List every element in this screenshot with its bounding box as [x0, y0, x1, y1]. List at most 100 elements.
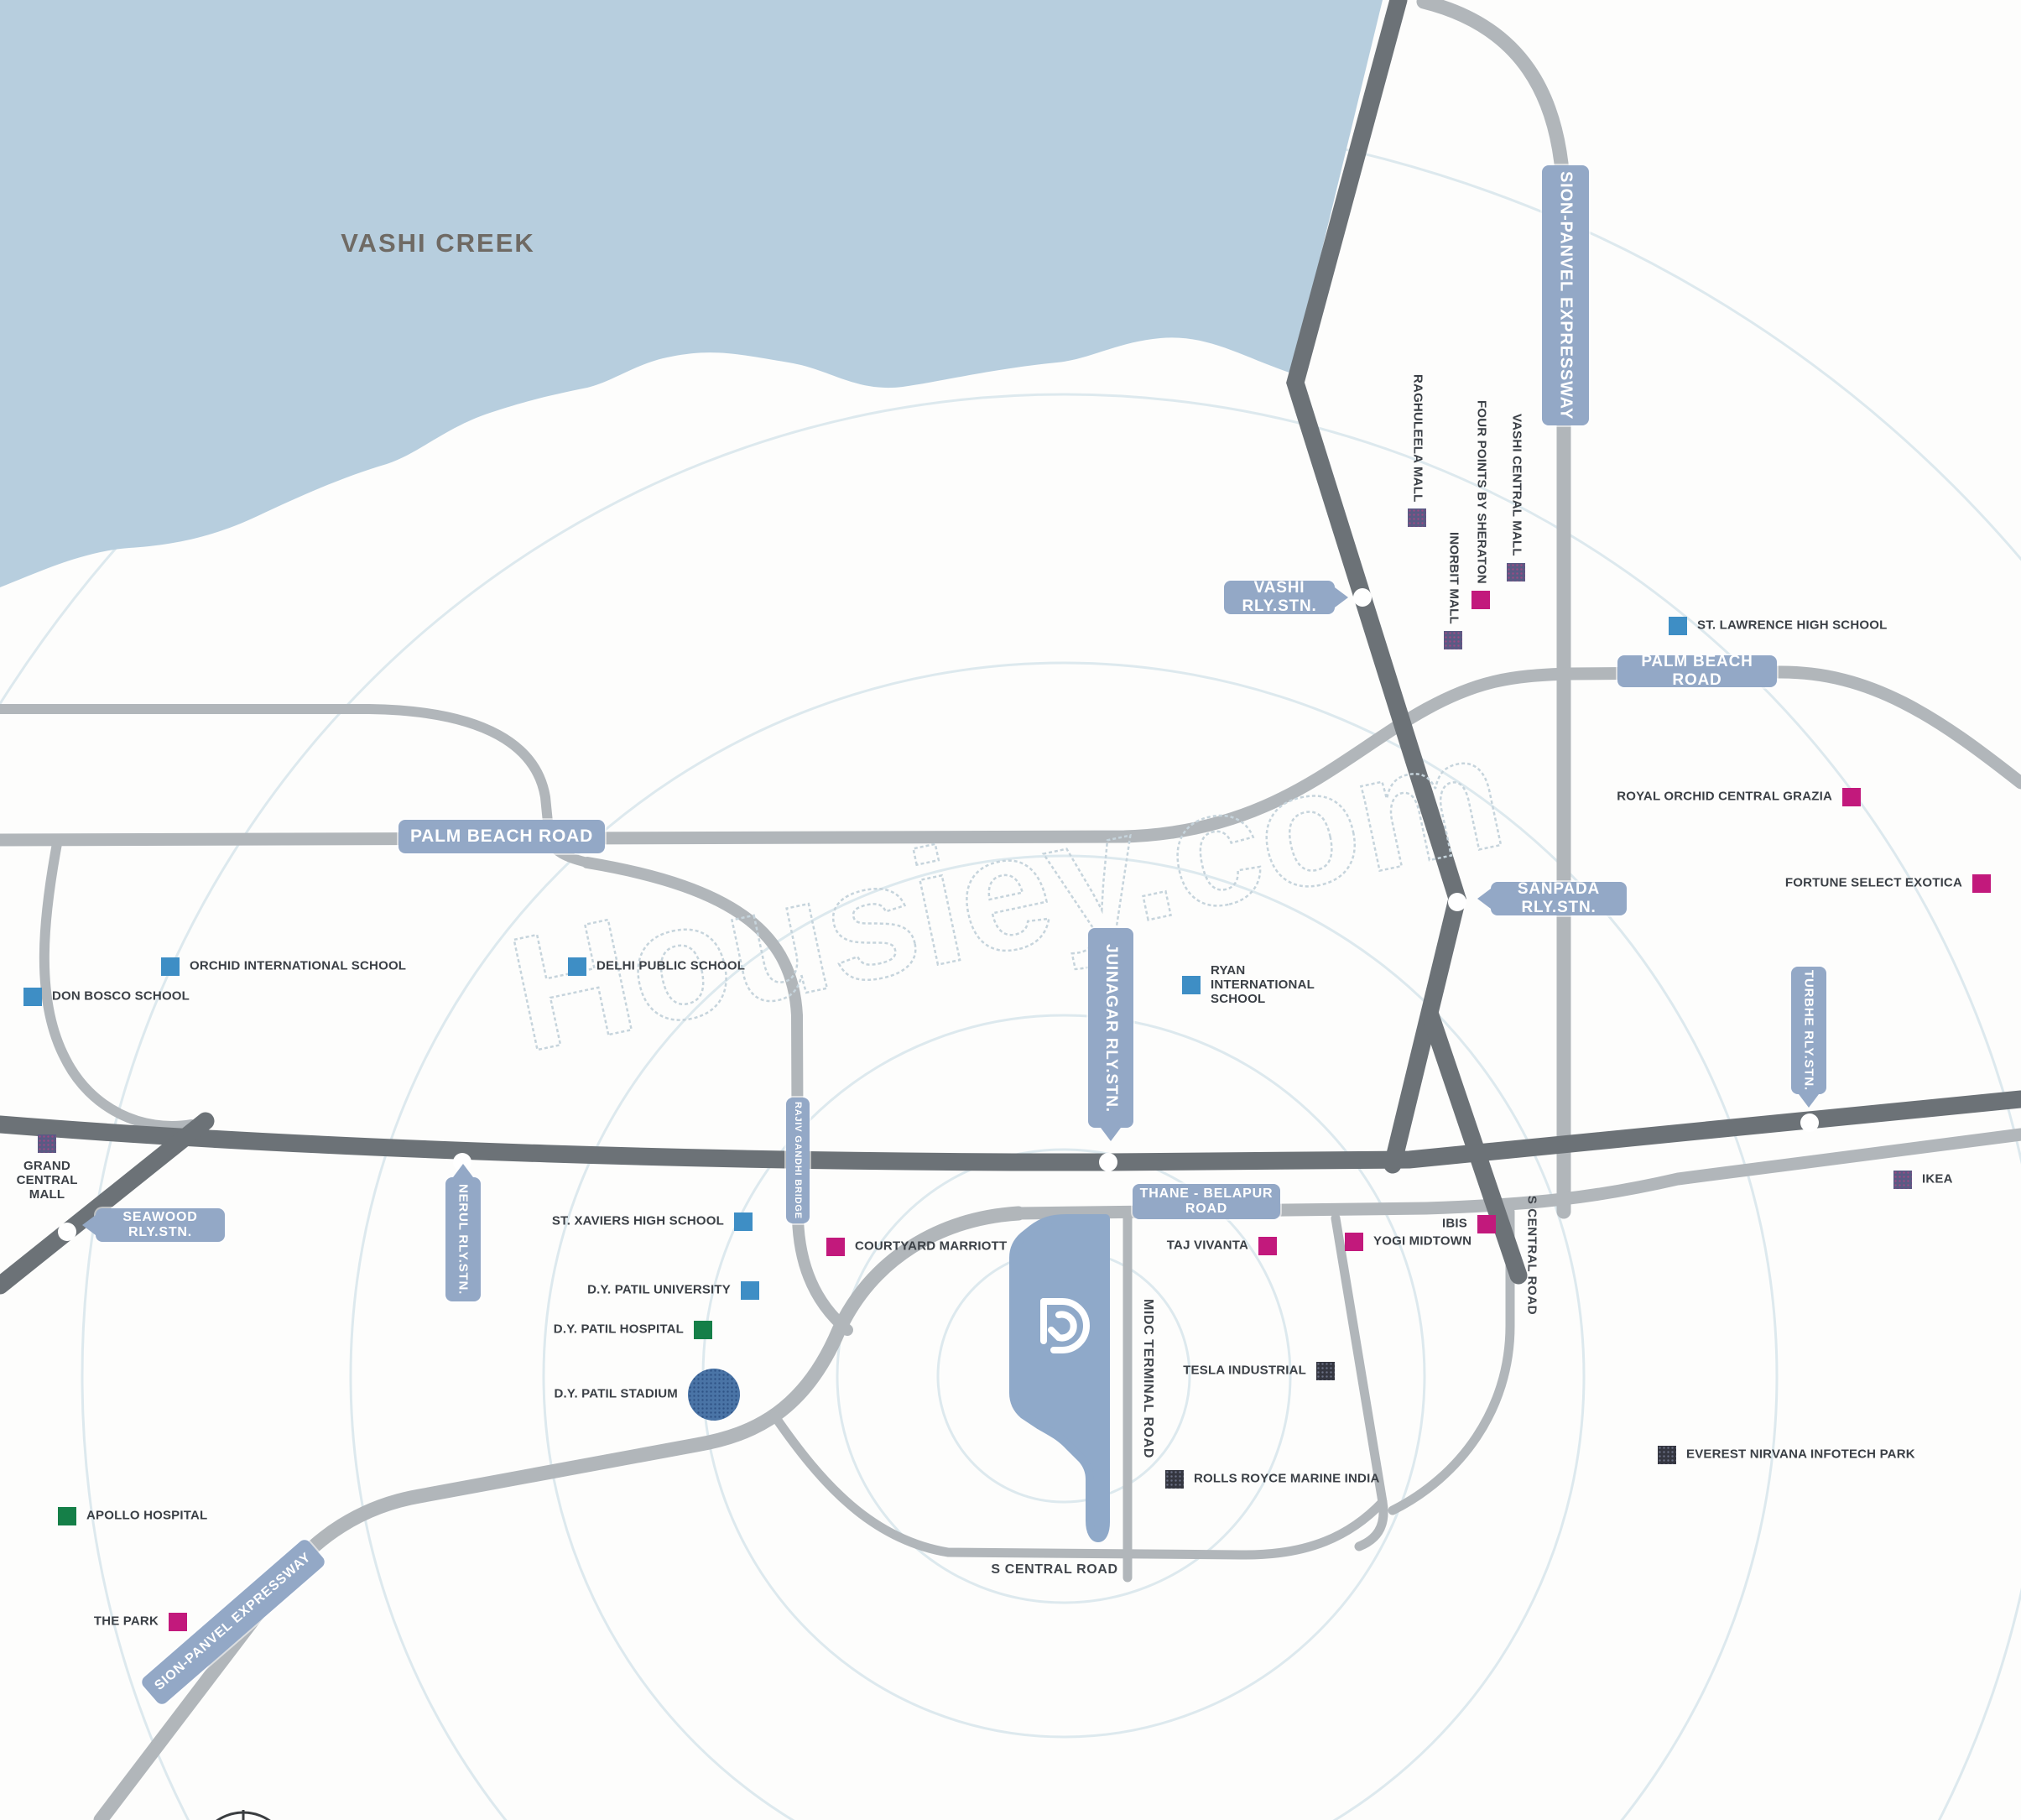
poi-dy-patil-university: D.Y. PATIL UNIVERSITY — [587, 1281, 759, 1300]
poi-dy-patil-hospital: D.Y. PATIL HOSPITAL — [554, 1321, 712, 1339]
badge-label: SEAWOOD RLY.STN. — [122, 1210, 198, 1239]
orchid-international-school-marker — [161, 957, 180, 976]
yogi-midtown-marker — [1345, 1233, 1363, 1251]
poi-grand-central-mall: GRAND CENTRAL MALL — [17, 1134, 77, 1202]
raghuleela-mall-marker — [1408, 508, 1426, 527]
poi-four-points-by-sheraton: FOUR POINTS BY SHERATON — [1471, 400, 1490, 609]
road-s-central-right — [1388, 1207, 1515, 1515]
badge-label: JUINAGAR RLY.STN. — [1102, 943, 1120, 1113]
ikea-marker — [1893, 1171, 1912, 1189]
ibis-marker — [1477, 1215, 1496, 1233]
badge-pointer-down — [1799, 1094, 1819, 1108]
road-left-loop — [39, 834, 196, 1131]
badge-pointer-up — [453, 1164, 473, 1177]
railway-seawood-branch — [0, 1112, 215, 1295]
poi-dy-patil-stadium: D.Y. PATIL STADIUM — [555, 1369, 740, 1421]
roads-dark — [0, 0, 2021, 1295]
everest-nirvana-infotech-park-label: EVEREST NIRVANA INFOTECH PARK — [1686, 1447, 1915, 1462]
ibis-label: IBIS — [1442, 1216, 1467, 1231]
badge-sanpada-rly-stn: SANPADA RLY.STN. — [1477, 880, 1627, 916]
fortune-select-exotica-marker — [1972, 874, 1991, 893]
poi-apollo-hospital: APOLLO HOSPITAL — [58, 1507, 207, 1525]
badge-label: TURBHE RLY.STN. — [1801, 970, 1816, 1091]
poi-orchid-international-school: ORCHID INTERNATIONAL SCHOOL — [161, 957, 406, 976]
four-points-by-sheraton-marker — [1471, 591, 1490, 609]
four-points-by-sheraton-label: FOUR POINTS BY SHERATON — [1474, 400, 1489, 584]
badge-label: SANPADA RLY.STN. — [1517, 880, 1601, 916]
poi-courtyard-marriott: COURTYARD MARRIOTT — [826, 1238, 1007, 1256]
dy-patil-university-marker — [741, 1281, 759, 1300]
watermark-text: Housiey.com — [496, 698, 1518, 1087]
poi-don-bosco-school: DON BOSCO SCHOOL — [23, 988, 190, 1006]
delhi-public-school-marker — [568, 957, 586, 976]
badge-seawood-rly-stn: SEAWOOD RLY.STN. — [82, 1208, 225, 1242]
road-palm-beach — [0, 665, 2021, 847]
orchid-international-school-label: ORCHID INTERNATIONAL SCHOOL — [190, 958, 407, 973]
dy-patil-hospital-label: D.Y. PATIL HOSPITAL — [553, 1322, 684, 1337]
poi-the-park: THE PARK — [94, 1613, 187, 1631]
inorbit-mall-marker — [1444, 631, 1462, 649]
road-label-s-central-road-bottom: S CENTRAL ROAD — [991, 1562, 1118, 1577]
badge-palm-beach-road-right: PALM BEACH ROAD — [1617, 653, 1777, 689]
badge-label: NERUL RLY.STN. — [456, 1183, 471, 1296]
badge-rajiv-gandhi-bridge: RAJIV GANDHI BRIDGE — [786, 1098, 810, 1223]
royal-orchid-central-grazia-label: ROYAL ORCHID CENTRAL GRAZIA — [1617, 789, 1832, 804]
poi-tesla-industrial: TESLA INDUSTRIAL — [1183, 1362, 1335, 1380]
vashi-central-mall-label: VASHI CENTRAL MALL — [1509, 414, 1524, 556]
badge-label: THANE - BELAPUR ROAD — [1139, 1186, 1274, 1216]
delhi-public-school-label: DELHI PUBLIC SCHOOL — [596, 958, 746, 973]
st-xaviers-high-school-label: ST. XAVIERS HIGH SCHOOL — [551, 1213, 724, 1228]
badge-turbhe-rly-stn: TURBHE RLY.STN. — [1791, 967, 1826, 1108]
dy-patil-hospital-marker — [694, 1321, 712, 1339]
yogi-midtown-label: YOGI MIDTOWN — [1373, 1233, 1472, 1249]
rolls-royce-marine-india-marker — [1165, 1470, 1184, 1489]
st-lawrence-high-school-label: ST. LAWRENCE HIGH SCHOOL — [1697, 618, 1888, 633]
badge-vashi-rly-stn: VASHI RLY.STN. — [1224, 579, 1348, 615]
poi-ryan-international-school: RYAN INTERNATIONAL SCHOOL — [1182, 963, 1315, 1005]
poi-st-xaviers-high-school: ST. XAVIERS HIGH SCHOOL — [552, 1212, 753, 1231]
poi-royal-orchid-central-grazia: ROYAL ORCHID CENTRAL GRAZIA — [1617, 788, 1861, 806]
st-xaviers-high-school-marker — [734, 1212, 753, 1231]
poi-taj-vivanta: TAJ VIVANTA — [1167, 1237, 1277, 1255]
turbhe-station-dot — [1800, 1113, 1819, 1132]
badge-juinagar-rly-stn: JUINAGAR RLY.STN. — [1088, 928, 1133, 1141]
everest-nirvana-infotech-park-marker — [1658, 1446, 1676, 1464]
road-label-midc-terminal-road: MIDC TERMINAL ROAD — [1141, 1298, 1155, 1459]
road-thane-belapur — [1012, 1128, 2021, 1220]
badge-label: SION-PANVEL EXPRESSWAY — [1556, 170, 1576, 420]
taj-vivanta-label: TAJ VIVANTA — [1166, 1238, 1248, 1253]
poi-st-lawrence-high-school: ST. LAWRENCE HIGH SCHOOL — [1669, 617, 1887, 635]
poi-ikea: IKEA — [1893, 1171, 1952, 1189]
vashi-central-mall-marker — [1507, 563, 1525, 581]
juinagar-station-dot — [1099, 1153, 1117, 1171]
poi-everest-nirvana-infotech-park: EVEREST NIRVANA INFOTECH PARK — [1658, 1446, 1915, 1464]
st-lawrence-high-school-marker — [1669, 617, 1687, 635]
vashi-creek-water — [0, 0, 1383, 587]
don-bosco-school-marker — [23, 988, 42, 1006]
tesla-industrial-marker — [1316, 1362, 1335, 1380]
poi-yogi-midtown: YOGI MIDTOWN — [1345, 1233, 1471, 1251]
road-rajiv-gandhi-bridge — [581, 857, 853, 1336]
poi-delhi-public-school: DELHI PUBLIC SCHOOL — [568, 957, 745, 976]
badge-pointer-right — [1335, 587, 1348, 608]
rolls-royce-marine-india-label: ROLLS ROYCE MARINE INDIA — [1194, 1471, 1380, 1486]
apollo-hospital-label: APOLLO HOSPITAL — [86, 1508, 208, 1523]
royal-orchid-central-grazia-marker — [1842, 788, 1861, 806]
project-site-shape — [1009, 1214, 1110, 1542]
poi-raghuleela-mall: RAGHULEELA MALL — [1408, 374, 1426, 527]
badge-pointer-down — [1101, 1128, 1121, 1141]
don-bosco-school-label: DON BOSCO SCHOOL — [52, 988, 190, 1004]
fortune-select-exotica-label: FORTUNE SELECT EXOTICA — [1784, 875, 1962, 890]
the-park-marker — [169, 1613, 187, 1631]
poi-rolls-royce-marine-india: ROLLS ROYCE MARINE INDIA — [1165, 1470, 1379, 1489]
railway-vashi-sanpada — [1286, 0, 1466, 1174]
poi-vashi-central-mall: VASHI CENTRAL MALL — [1507, 414, 1525, 581]
badge-sion-panvel-expressway-top: SION-PANVEL EXPRESSWAY — [1542, 165, 1589, 425]
badge-label: PALM BEACH ROAD — [1641, 653, 1753, 689]
road-sion-panvel-expressway-south — [93, 1206, 1026, 1820]
the-park-label: THE PARK — [93, 1614, 159, 1629]
ryan-international-school-label: RYAN INTERNATIONAL SCHOOL — [1211, 962, 1315, 1006]
badge-label: RAJIV GANDHI BRIDGE — [793, 1102, 803, 1219]
